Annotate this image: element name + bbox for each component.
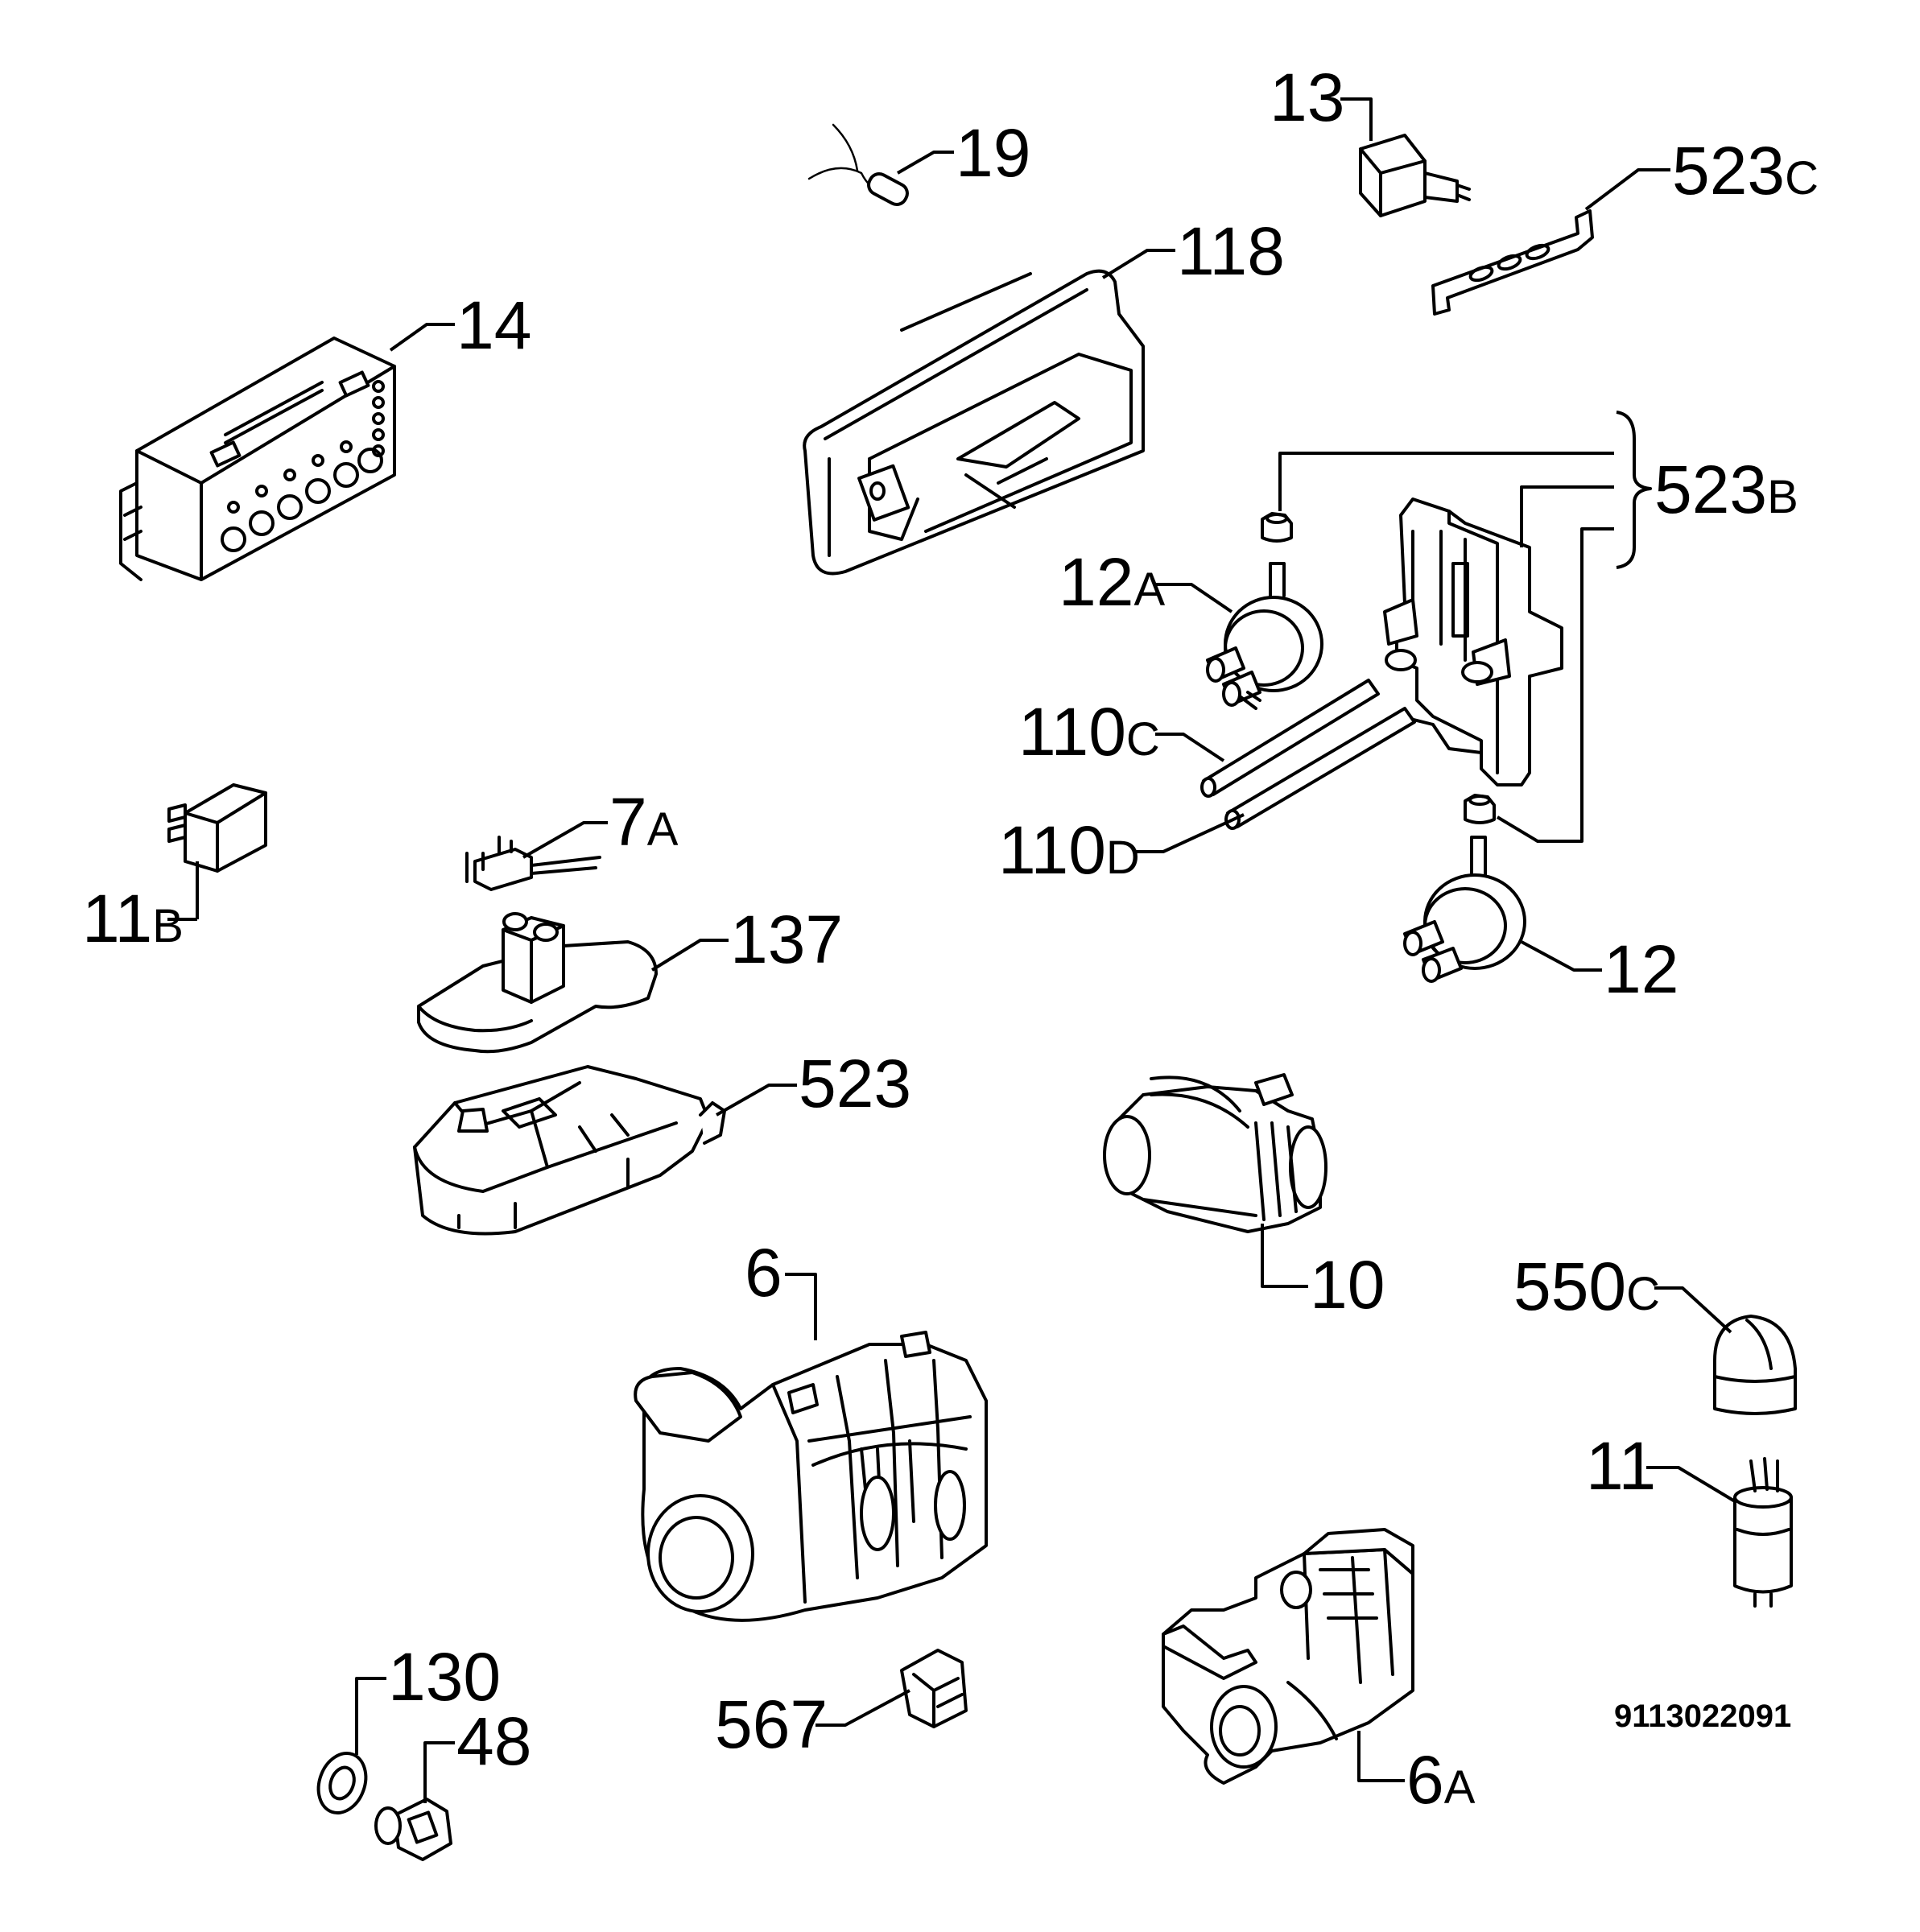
label-130: 130 xyxy=(388,1639,501,1715)
leader-137 xyxy=(650,939,729,972)
label-19: 19 xyxy=(956,115,1030,191)
label-137: 137 xyxy=(730,902,843,977)
label-11b: 11B xyxy=(82,881,184,956)
curly-brace-523b xyxy=(1616,411,1652,569)
drawing-code: 9113022091 xyxy=(1614,1699,1791,1734)
part-6a-drain-pump xyxy=(1162,1528,1414,1785)
label-523c: 523C xyxy=(1672,133,1819,208)
leader-13 xyxy=(1340,97,1373,141)
part-118-housing xyxy=(803,269,1145,576)
label-14: 14 xyxy=(456,287,531,363)
leader-523c xyxy=(1584,168,1670,211)
part-11-capacitor xyxy=(1733,1457,1793,1608)
leader-110d xyxy=(1135,813,1245,853)
label-10: 10 xyxy=(1310,1247,1385,1323)
leader-110c xyxy=(1155,733,1225,762)
label-110d: 110D xyxy=(998,812,1140,888)
label-11: 11 xyxy=(1586,1428,1656,1504)
leader-48 xyxy=(423,1741,455,1803)
leader-118 xyxy=(1101,249,1175,279)
part-523c-bracket xyxy=(1431,209,1594,316)
leader-7a xyxy=(522,821,608,859)
label-48: 48 xyxy=(456,1703,531,1779)
leader-14 xyxy=(389,323,455,352)
part-523-tray xyxy=(413,1065,726,1236)
part-110c-hose xyxy=(1200,679,1380,798)
part-6-circulation-pump xyxy=(634,1331,988,1622)
label-6: 6 xyxy=(745,1235,782,1311)
leader-567 xyxy=(815,1689,910,1727)
label-118: 118 xyxy=(1177,213,1285,289)
leader-523 xyxy=(716,1084,797,1117)
leader-19 xyxy=(896,151,954,175)
part-13-switch xyxy=(1359,134,1471,217)
label-12a: 12A xyxy=(1059,544,1165,620)
leader-523b-cap-top xyxy=(1278,452,1614,511)
part-10-valve xyxy=(1103,1073,1327,1233)
label-7a: 7A xyxy=(609,784,679,860)
leader-130 xyxy=(355,1677,386,1755)
label-6a: 6A xyxy=(1406,1742,1476,1818)
label-110c: 110C xyxy=(1018,694,1160,770)
part-137-cover xyxy=(417,912,658,1054)
part-523b-caps xyxy=(1261,512,1496,824)
part-11b-relay xyxy=(167,783,267,873)
leader-11 xyxy=(1646,1466,1736,1503)
leader-523b-cap-bottom xyxy=(1496,527,1614,843)
part-567-clip xyxy=(900,1649,968,1728)
label-523b: 523B xyxy=(1654,452,1798,527)
leader-6a xyxy=(1357,1731,1405,1782)
part-110d-hose xyxy=(1224,707,1416,830)
part-14-control-module xyxy=(119,336,396,581)
leader-6 xyxy=(785,1273,817,1340)
leader-12 xyxy=(1521,940,1602,972)
part-7a-microswitch xyxy=(465,836,601,891)
part-48-screw xyxy=(374,1798,452,1861)
part-labels: 13 19 523C 118 14 523B 12A 110C 110D 7A … xyxy=(82,60,1819,1818)
leader-523b-bracket xyxy=(1520,485,1614,547)
part-12-pressure-switch xyxy=(1403,836,1526,983)
part-523b-bracket xyxy=(1383,497,1563,786)
label-523: 523 xyxy=(799,1046,911,1121)
label-12: 12 xyxy=(1604,931,1678,1007)
leader-12a xyxy=(1155,583,1233,613)
part-130-washer xyxy=(316,1752,368,1814)
part-12a-pressure-switch xyxy=(1206,562,1323,710)
label-13: 13 xyxy=(1270,60,1344,135)
part-550c-cap xyxy=(1713,1315,1797,1415)
label-567: 567 xyxy=(715,1686,828,1762)
leader-10 xyxy=(1261,1224,1308,1288)
label-550c: 550C xyxy=(1513,1249,1660,1324)
leader-lines xyxy=(167,97,1736,1803)
part-19-sensor xyxy=(807,123,909,206)
leader-550c xyxy=(1654,1286,1732,1334)
